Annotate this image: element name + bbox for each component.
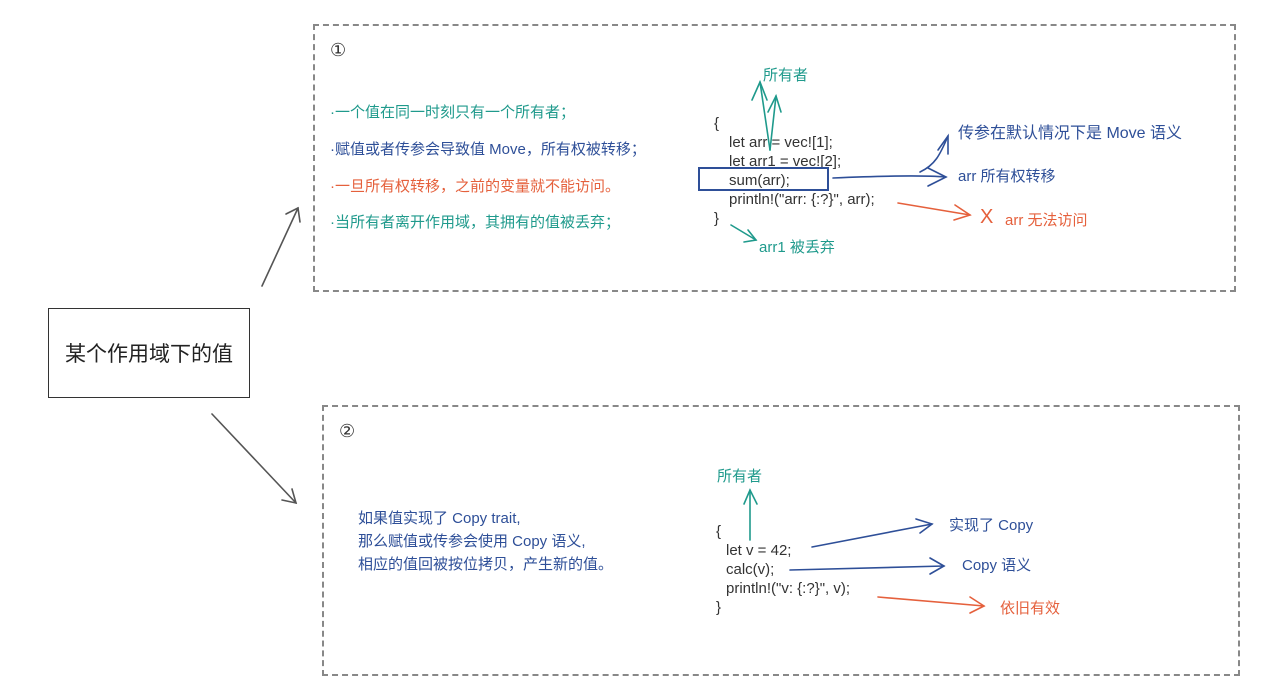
code-line: println!("arr: {:?}", arr); bbox=[729, 191, 875, 208]
rule-1: ·一个值在同一时刻只有一个所有者； bbox=[330, 104, 575, 121]
code-line: let arr1 = vec![2]; bbox=[729, 153, 842, 170]
owner-arrows-1 bbox=[751, 79, 782, 151]
move-arrows bbox=[832, 133, 949, 187]
implements-copy-label: 实现了 Copy bbox=[949, 517, 1034, 534]
no-access-arrow bbox=[897, 202, 972, 221]
owner-arrow-2 bbox=[743, 488, 758, 541]
section1-box bbox=[313, 24, 1236, 292]
description-line: 那么赋值或传参会使用 Copy 语义, bbox=[358, 533, 586, 550]
still-valid-label: 依旧有效 bbox=[1000, 600, 1061, 617]
code-line: calc(v); bbox=[726, 561, 775, 578]
code-line: let arr = vec![1]; bbox=[729, 134, 833, 151]
rule-3: ·一旦所有权转移，之前的变量就不能访问。 bbox=[330, 178, 620, 195]
no-access-label: arr 无法访问 bbox=[1005, 212, 1088, 229]
dropped-arrow bbox=[730, 224, 758, 243]
copy-description: 如果值实现了 Copy trait, 那么赋值或传参会使用 Copy 语义, 相… bbox=[358, 507, 613, 576]
code-line: let v = 42; bbox=[726, 542, 792, 559]
code-line: println!("v: {:?}", v); bbox=[726, 580, 851, 597]
root-to-section2-arrow bbox=[211, 413, 298, 505]
highlight-box bbox=[698, 167, 829, 191]
rule-4: ·当所有者离开作用域，其拥有的值被丢弃； bbox=[330, 214, 620, 231]
copy-semantics-arrow bbox=[789, 557, 946, 575]
code-block-2: { let v = 42; calc(v); println!("v: {:?}… bbox=[716, 522, 850, 617]
ownership-moved-label: arr 所有权转移 bbox=[958, 168, 1056, 185]
x-mark-icon: X bbox=[980, 206, 994, 228]
owner-label-2: 所有者 bbox=[717, 468, 763, 485]
rule-2: ·赋值或者传参会导致值 Move，所有权被转移； bbox=[330, 141, 646, 158]
move-semantics-label: 传参在默认情况下是 Move 语义 bbox=[958, 125, 1183, 142]
still-valid-arrow bbox=[877, 596, 986, 614]
implements-copy-arrow bbox=[811, 518, 934, 548]
code-line: sum(arr); bbox=[729, 172, 790, 189]
description-line: 如果值实现了 Copy trait, bbox=[358, 510, 521, 527]
code-line: } bbox=[714, 210, 720, 227]
copy-semantics-label: Copy 语义 bbox=[962, 557, 1032, 574]
code-line: { bbox=[716, 523, 722, 540]
dropped-label: arr1 被丢弃 bbox=[759, 239, 835, 256]
section2-box bbox=[322, 405, 1240, 676]
code-block-1: { let arr = vec![1]; let arr1 = vec![2];… bbox=[714, 114, 875, 228]
section2-number: ② bbox=[339, 421, 356, 441]
description-line: 相应的值回被按位拷贝，产生新的值。 bbox=[358, 556, 614, 573]
root-to-section1-arrow bbox=[261, 206, 301, 287]
root-node: 某个作用域下的值 bbox=[48, 308, 250, 398]
code-line: } bbox=[716, 599, 722, 616]
owner-label-1: 所有者 bbox=[763, 67, 809, 84]
root-label: 某个作用域下的值 bbox=[65, 343, 233, 366]
section1-number: ① bbox=[330, 40, 347, 60]
code-line: { bbox=[714, 115, 720, 132]
